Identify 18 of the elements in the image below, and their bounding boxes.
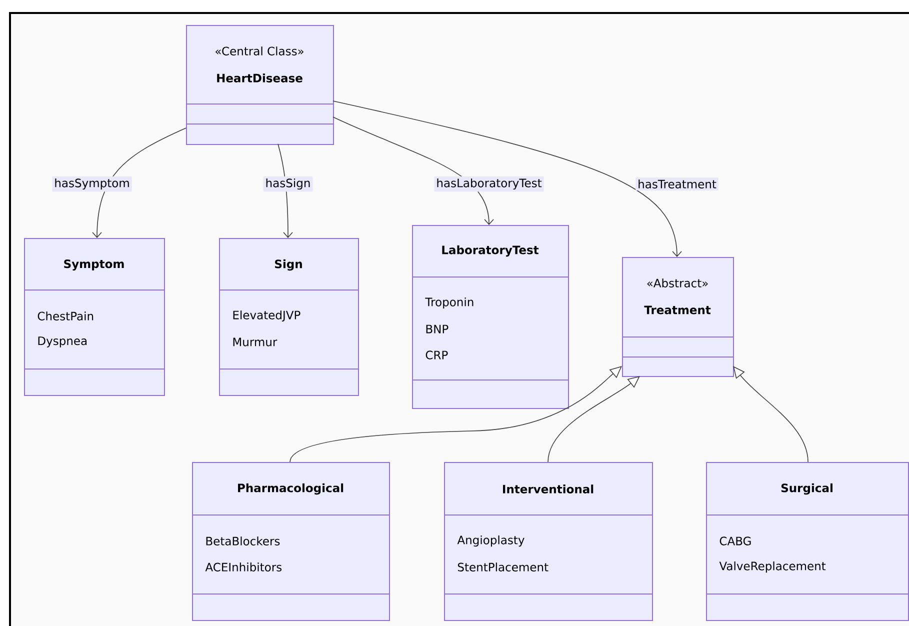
class-box: Symptom ChestPain Dyspnea	[24, 238, 165, 396]
inheritance-arrow	[548, 376, 640, 462]
arrow	[332, 100, 682, 257]
edge-label: hasSign	[263, 176, 313, 192]
class-box: Surgical CABG ValveReplacement	[706, 462, 909, 621]
edge-label: hasSymptom	[52, 176, 132, 192]
inheritance-arrow	[733, 366, 808, 462]
edge-label: hasLaboratoryTest	[434, 176, 544, 192]
class-box: Pharmacological BetaBlockers ACEInhibitors	[192, 462, 390, 621]
arrow	[332, 116, 494, 225]
arrow	[92, 128, 186, 238]
inheritance-arrow	[290, 366, 622, 462]
class-box: «Abstract» Treatment	[622, 257, 734, 377]
class-box: Sign ElevatedJVP Murmur	[218, 238, 359, 396]
class-box: LaboratoryTest Troponin BNP CRP	[412, 225, 569, 409]
edge-label: hasTreatment	[636, 178, 718, 190]
class-box: «Central Class» HeartDisease	[186, 25, 334, 145]
class-box: Interventional Angioplasty StentPlacement	[444, 462, 653, 621]
